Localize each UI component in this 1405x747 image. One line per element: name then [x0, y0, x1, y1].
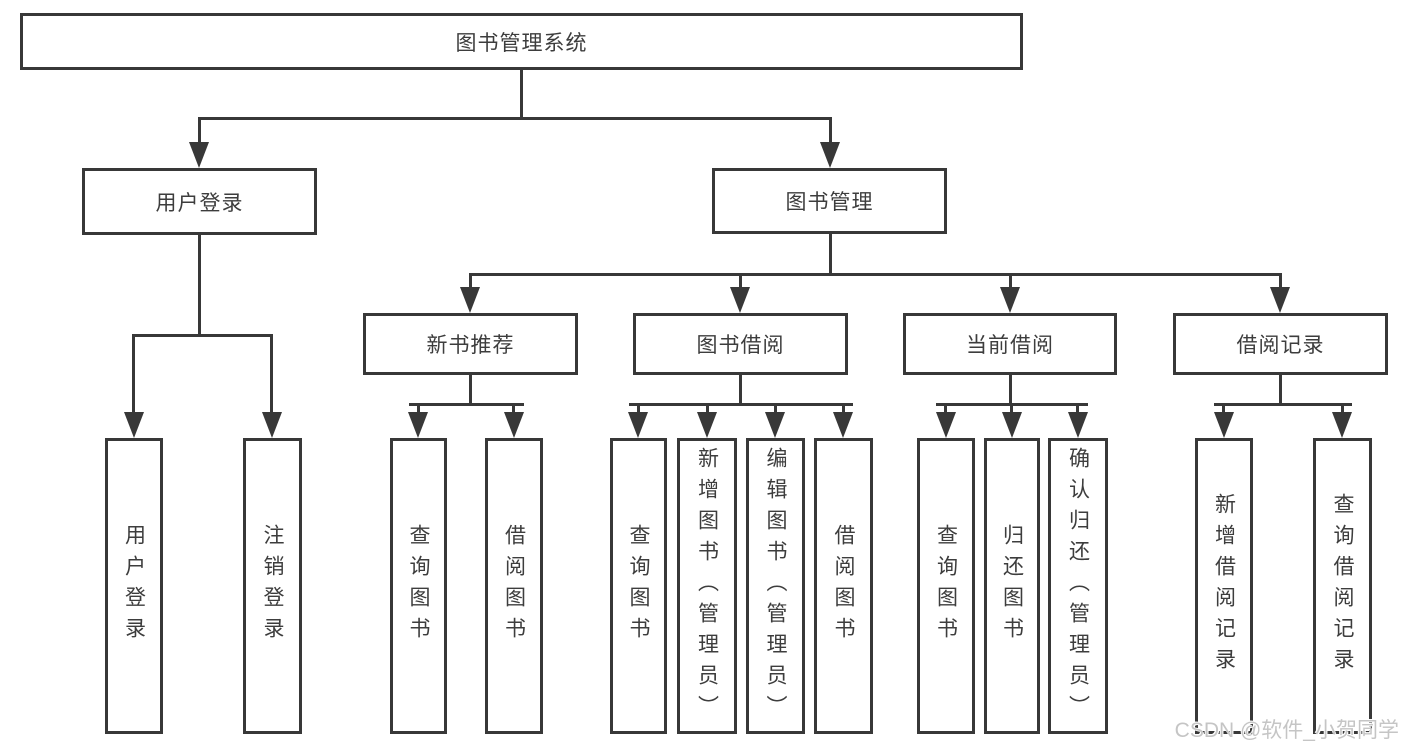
connector-line [132, 334, 135, 412]
leaf-label: 借阅图书 [502, 524, 526, 648]
node-library-management-system: 图书管理系统 [20, 13, 1023, 70]
connector-line [469, 273, 472, 289]
leaf-user-login: 用户登录 [105, 438, 163, 734]
connector-line [132, 334, 273, 337]
connector-line [1222, 403, 1225, 413]
connector-line [270, 334, 273, 412]
arrowhead-down-icon [1332, 412, 1352, 438]
connector-line [198, 117, 201, 144]
arrowhead-down-icon [262, 412, 282, 438]
connector-line [944, 403, 947, 413]
leaf-query-books-3: 查询图书 [917, 438, 975, 734]
arrowhead-down-icon [1002, 412, 1022, 438]
connector-line [198, 234, 201, 336]
connector-line [520, 69, 523, 119]
connector-line [409, 403, 524, 406]
leaf-label: 查询图书 [627, 524, 650, 648]
watermark: CSDN @软件_小贺同学 [1174, 719, 1399, 742]
connector-line [1214, 403, 1352, 406]
leaf-label: 编辑图书（管理员） [764, 446, 787, 726]
connector-line [512, 403, 515, 413]
leaf-query-books-2: 查询图书 [610, 438, 667, 734]
leaf-query-borrow-record: 查询借阅记录 [1313, 438, 1372, 734]
connector-line [829, 117, 832, 144]
connector-line [1009, 374, 1012, 406]
leaf-label: 借阅图书 [832, 524, 855, 648]
node-label: 图书管理 [785, 191, 874, 214]
connector-line [1341, 403, 1344, 413]
connector-line [417, 403, 420, 413]
leaf-add-borrow-record: 新增借阅记录 [1195, 438, 1253, 734]
arrowhead-down-icon [628, 412, 648, 438]
node-borrowing-records: 借阅记录 [1173, 313, 1388, 375]
connector-line [198, 117, 832, 120]
arrowhead-down-icon [504, 412, 524, 438]
leaf-label: 查询图书 [934, 524, 958, 648]
leaf-query-books-1: 查询图书 [390, 438, 447, 734]
connector-line [1010, 403, 1013, 413]
arrowhead-down-icon [460, 287, 480, 313]
arrowhead-down-icon [408, 412, 428, 438]
node-label: 图书管理系统 [455, 31, 588, 55]
leaf-label: 用户登录 [122, 524, 146, 648]
node-new-book-recommendation: 新书推荐 [363, 313, 578, 375]
leaf-label: 新增图书（管理员） [695, 446, 719, 726]
leaf-edit-books-admin: 编辑图书（管理员） [746, 438, 805, 734]
arrowhead-down-icon [189, 142, 209, 168]
arrowhead-down-icon [936, 412, 956, 438]
arrowhead-down-icon [124, 412, 144, 438]
leaf-label: 归还图书 [1000, 524, 1024, 648]
arrowhead-down-icon [730, 287, 750, 313]
arrowhead-down-icon [820, 142, 840, 168]
arrowhead-down-icon [765, 412, 785, 438]
node-label: 用户登录 [155, 191, 244, 215]
arrowhead-down-icon [1068, 412, 1088, 438]
leaf-label: 新增借阅记录 [1212, 493, 1236, 679]
connector-line [1279, 273, 1282, 289]
connector-line [739, 273, 742, 289]
connector-line [637, 403, 640, 413]
node-label: 新书推荐 [426, 334, 515, 357]
leaf-logout: 注销登录 [243, 438, 302, 734]
node-book-borrowing: 图书借阅 [633, 313, 848, 375]
node-label: 借阅记录 [1236, 334, 1325, 357]
node-label: 图书借阅 [696, 334, 785, 357]
connector-line [739, 374, 742, 406]
connector-line [1009, 273, 1012, 289]
node-label: 当前借阅 [966, 334, 1054, 357]
leaf-label: 查询图书 [407, 524, 430, 648]
connector-line [774, 403, 777, 413]
leaf-return-books: 归还图书 [984, 438, 1040, 734]
node-user-login: 用户登录 [82, 168, 317, 235]
connector-line [629, 403, 853, 406]
leaf-label: 查询借阅记录 [1331, 493, 1354, 679]
connector-line [829, 233, 832, 276]
connector-line [469, 273, 1282, 276]
node-book-management: 图书管理 [712, 168, 947, 234]
leaf-borrow-books-1: 借阅图书 [485, 438, 543, 734]
leaf-add-books-admin: 新增图书（管理员） [677, 438, 737, 734]
leaf-confirm-return-admin: 确认归还（管理员） [1048, 438, 1108, 734]
connector-line [469, 374, 472, 406]
connector-line [706, 403, 709, 413]
arrowhead-down-icon [833, 412, 853, 438]
arrowhead-down-icon [1270, 287, 1290, 313]
connector-line [1279, 374, 1282, 406]
arrowhead-down-icon [1214, 412, 1234, 438]
arrowhead-down-icon [697, 412, 717, 438]
connector-line [1076, 403, 1079, 413]
connector-line [842, 403, 845, 413]
leaf-label: 确认归还（管理员） [1066, 446, 1090, 726]
arrowhead-down-icon [1000, 287, 1020, 313]
node-current-borrowing: 当前借阅 [903, 313, 1117, 375]
leaf-borrow-books-2: 借阅图书 [814, 438, 873, 734]
leaf-label: 注销登录 [261, 524, 284, 648]
